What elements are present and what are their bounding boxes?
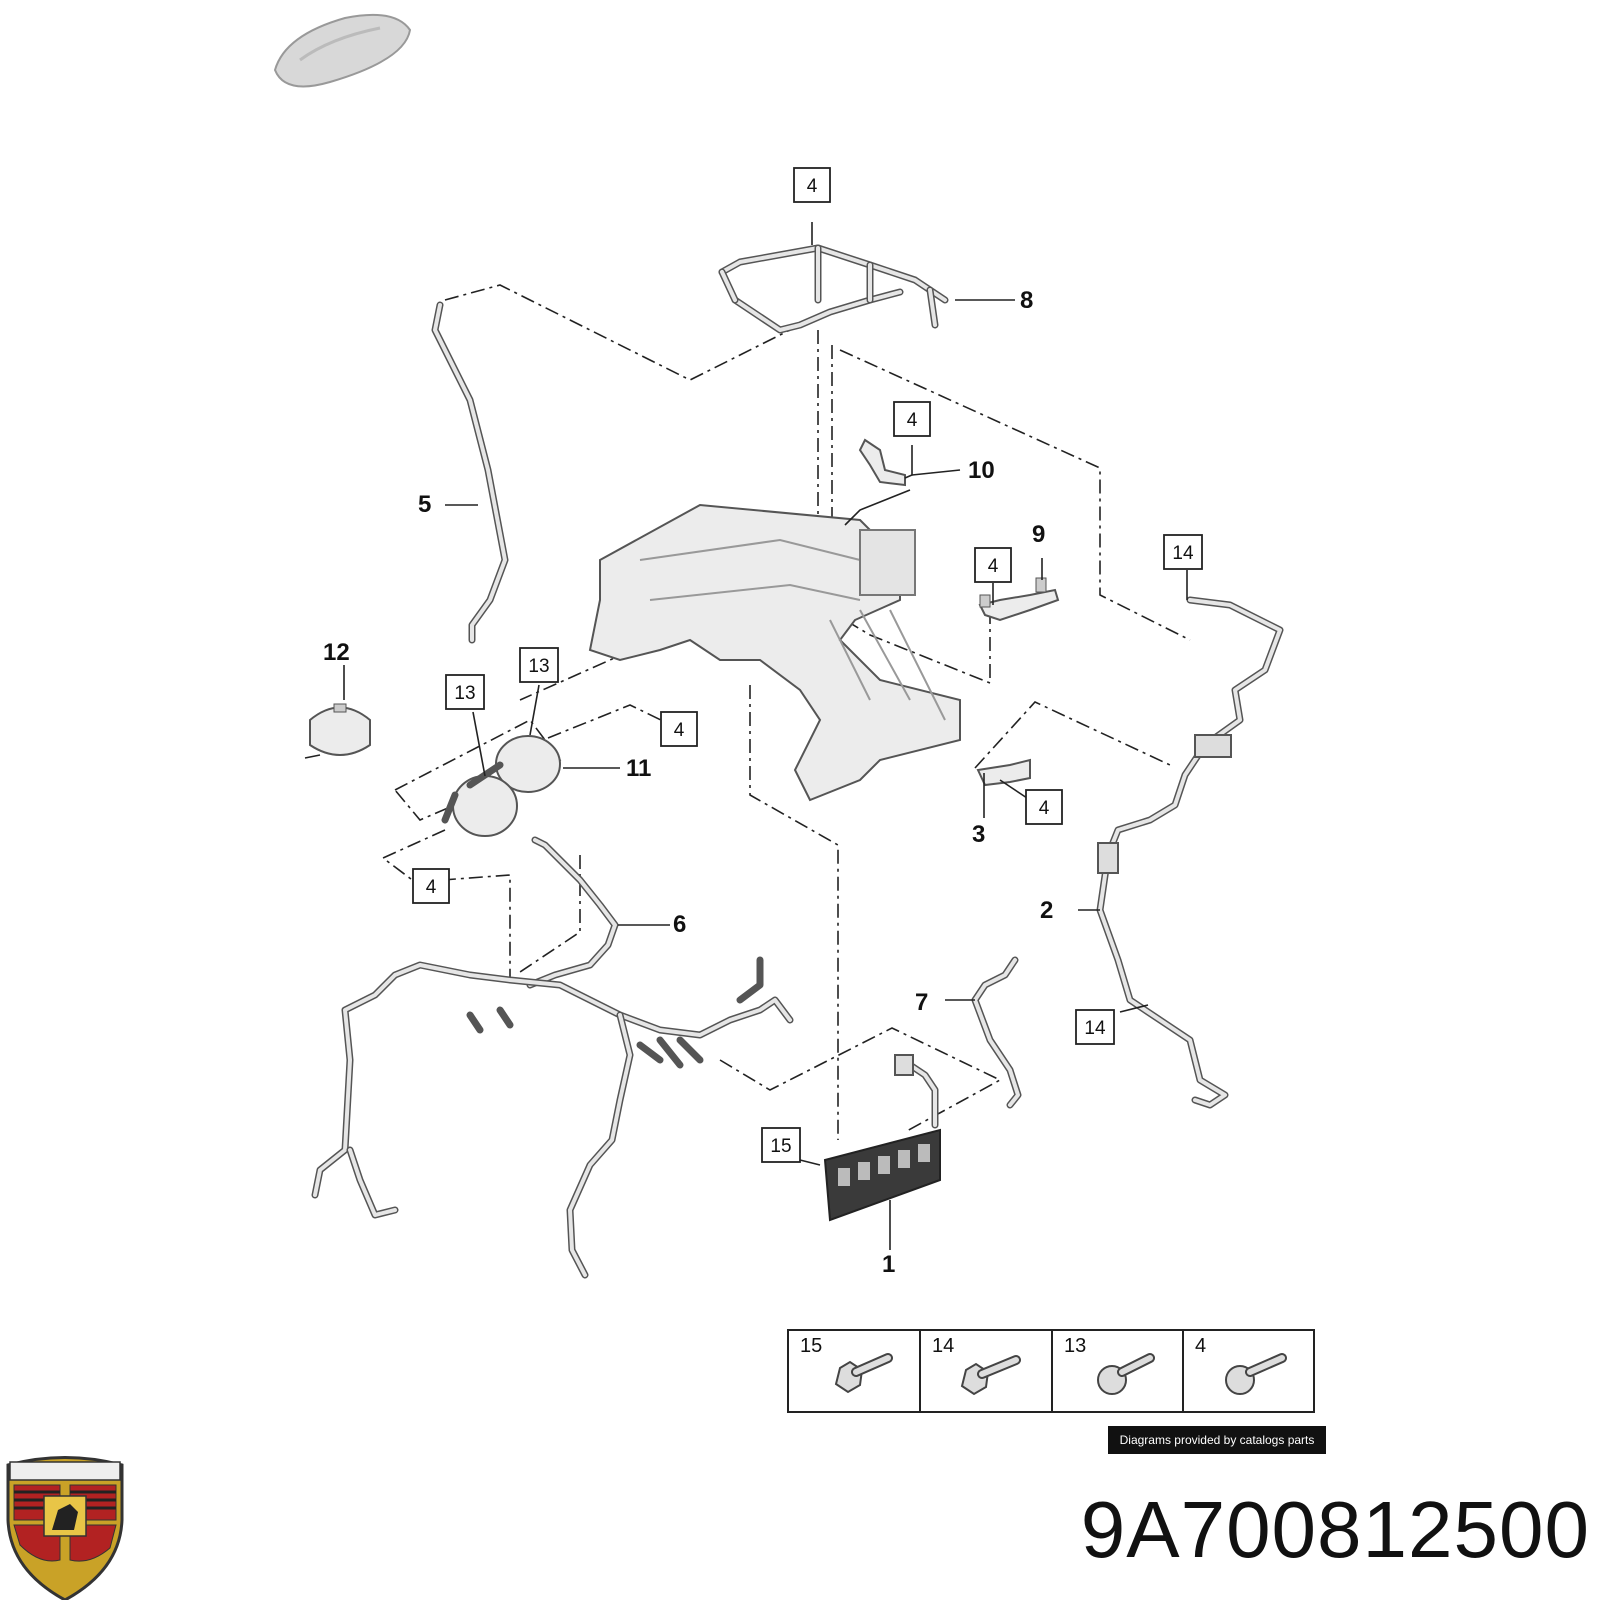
ref-box-hose2-bottom: 14 [1075, 1009, 1115, 1045]
boxed-refs: 4 4 4 4 4 4 14 14 [412, 167, 1203, 1163]
torx-bolt-icon [1225, 1353, 1287, 1395]
ref-box-lower-left: 4 [412, 868, 450, 904]
callouts: 8 10 9 5 12 11 3 2 6 7 1 [323, 287, 1053, 1278]
ref-box-gasket: 15 [761, 1127, 801, 1163]
callout-2: 2 [1040, 897, 1053, 924]
part-8-harness [718, 244, 949, 334]
callout-6: 6 [673, 911, 686, 938]
ref-box-reservoir: 4 [660, 711, 698, 747]
part-9-bracket [978, 577, 1060, 622]
ref-box-bracket3: 4 [1025, 789, 1063, 825]
part-1-gasket [823, 1054, 941, 1222]
car-thumbnail [273, 13, 412, 88]
svg-text:13: 13 [454, 683, 475, 704]
porsche-crest-logo [6, 1456, 124, 1600]
callout-3: 3 [972, 821, 985, 848]
callout-11: 11 [626, 755, 651, 782]
callout-1: 1 [882, 1251, 895, 1278]
ref-box-top: 4 [793, 167, 831, 203]
svg-text:4: 4 [426, 877, 437, 898]
svg-text:4: 4 [988, 556, 999, 577]
part-11-reservoirs [441, 735, 561, 837]
svg-text:4: 4 [907, 410, 918, 431]
part-10-bracket [858, 438, 906, 487]
ref-box-bracket9: 4 [974, 547, 1012, 583]
callout-7: 7 [915, 989, 928, 1016]
fastener-legend: 15 14 13 4 [787, 1329, 1315, 1413]
svg-text:13: 13 [1064, 1335, 1086, 1357]
part-number: 9A700812500 [1080, 1485, 1590, 1574]
leader-lines [343, 222, 1188, 1250]
svg-text:14: 14 [932, 1335, 954, 1357]
part-12-reservoir [304, 703, 371, 759]
svg-text:15: 15 [770, 1136, 791, 1157]
svg-text:14: 14 [1172, 543, 1194, 564]
ref-box-hose2-top: 14 [1163, 534, 1203, 570]
legend-cell-14: 14 [932, 1335, 1021, 1396]
svg-text:14: 14 [1084, 1018, 1106, 1039]
svg-text:4: 4 [807, 176, 818, 197]
callout-12: 12 [323, 639, 350, 666]
flange-bolt-icon [960, 1355, 1021, 1396]
credit-banner: Diagrams provided by catalogs parts [1108, 1426, 1326, 1454]
ref-box-res-b: 13 [445, 674, 485, 710]
legend-cell-15: 15 [800, 1335, 893, 1394]
part-7-hose [971, 956, 1022, 1109]
part-2-hose [1096, 596, 1284, 1109]
part-3-bracket [976, 758, 1031, 787]
callout-5: 5 [418, 491, 431, 518]
callout-8: 8 [1020, 287, 1033, 314]
part-6-hose [526, 836, 619, 989]
wiring-harness [311, 956, 794, 1279]
svg-text:4: 4 [1039, 798, 1050, 819]
intake-manifold [588, 503, 961, 802]
ref-box-res-a: 13 [519, 647, 559, 683]
part-5-hose [431, 301, 509, 644]
flange-bolt-icon [834, 1353, 893, 1394]
svg-text:13: 13 [528, 656, 549, 677]
svg-text:15: 15 [800, 1335, 822, 1357]
legend-cell-4: 4 [1195, 1335, 1287, 1395]
callout-10: 10 [968, 457, 995, 484]
ref-box-bracket10: 4 [893, 401, 931, 437]
callout-9: 9 [1032, 521, 1045, 548]
legend-cell-13: 13 [1064, 1335, 1155, 1395]
svg-text:4: 4 [674, 720, 685, 741]
torx-bolt-icon [1097, 1353, 1155, 1395]
svg-text:4: 4 [1195, 1335, 1206, 1357]
